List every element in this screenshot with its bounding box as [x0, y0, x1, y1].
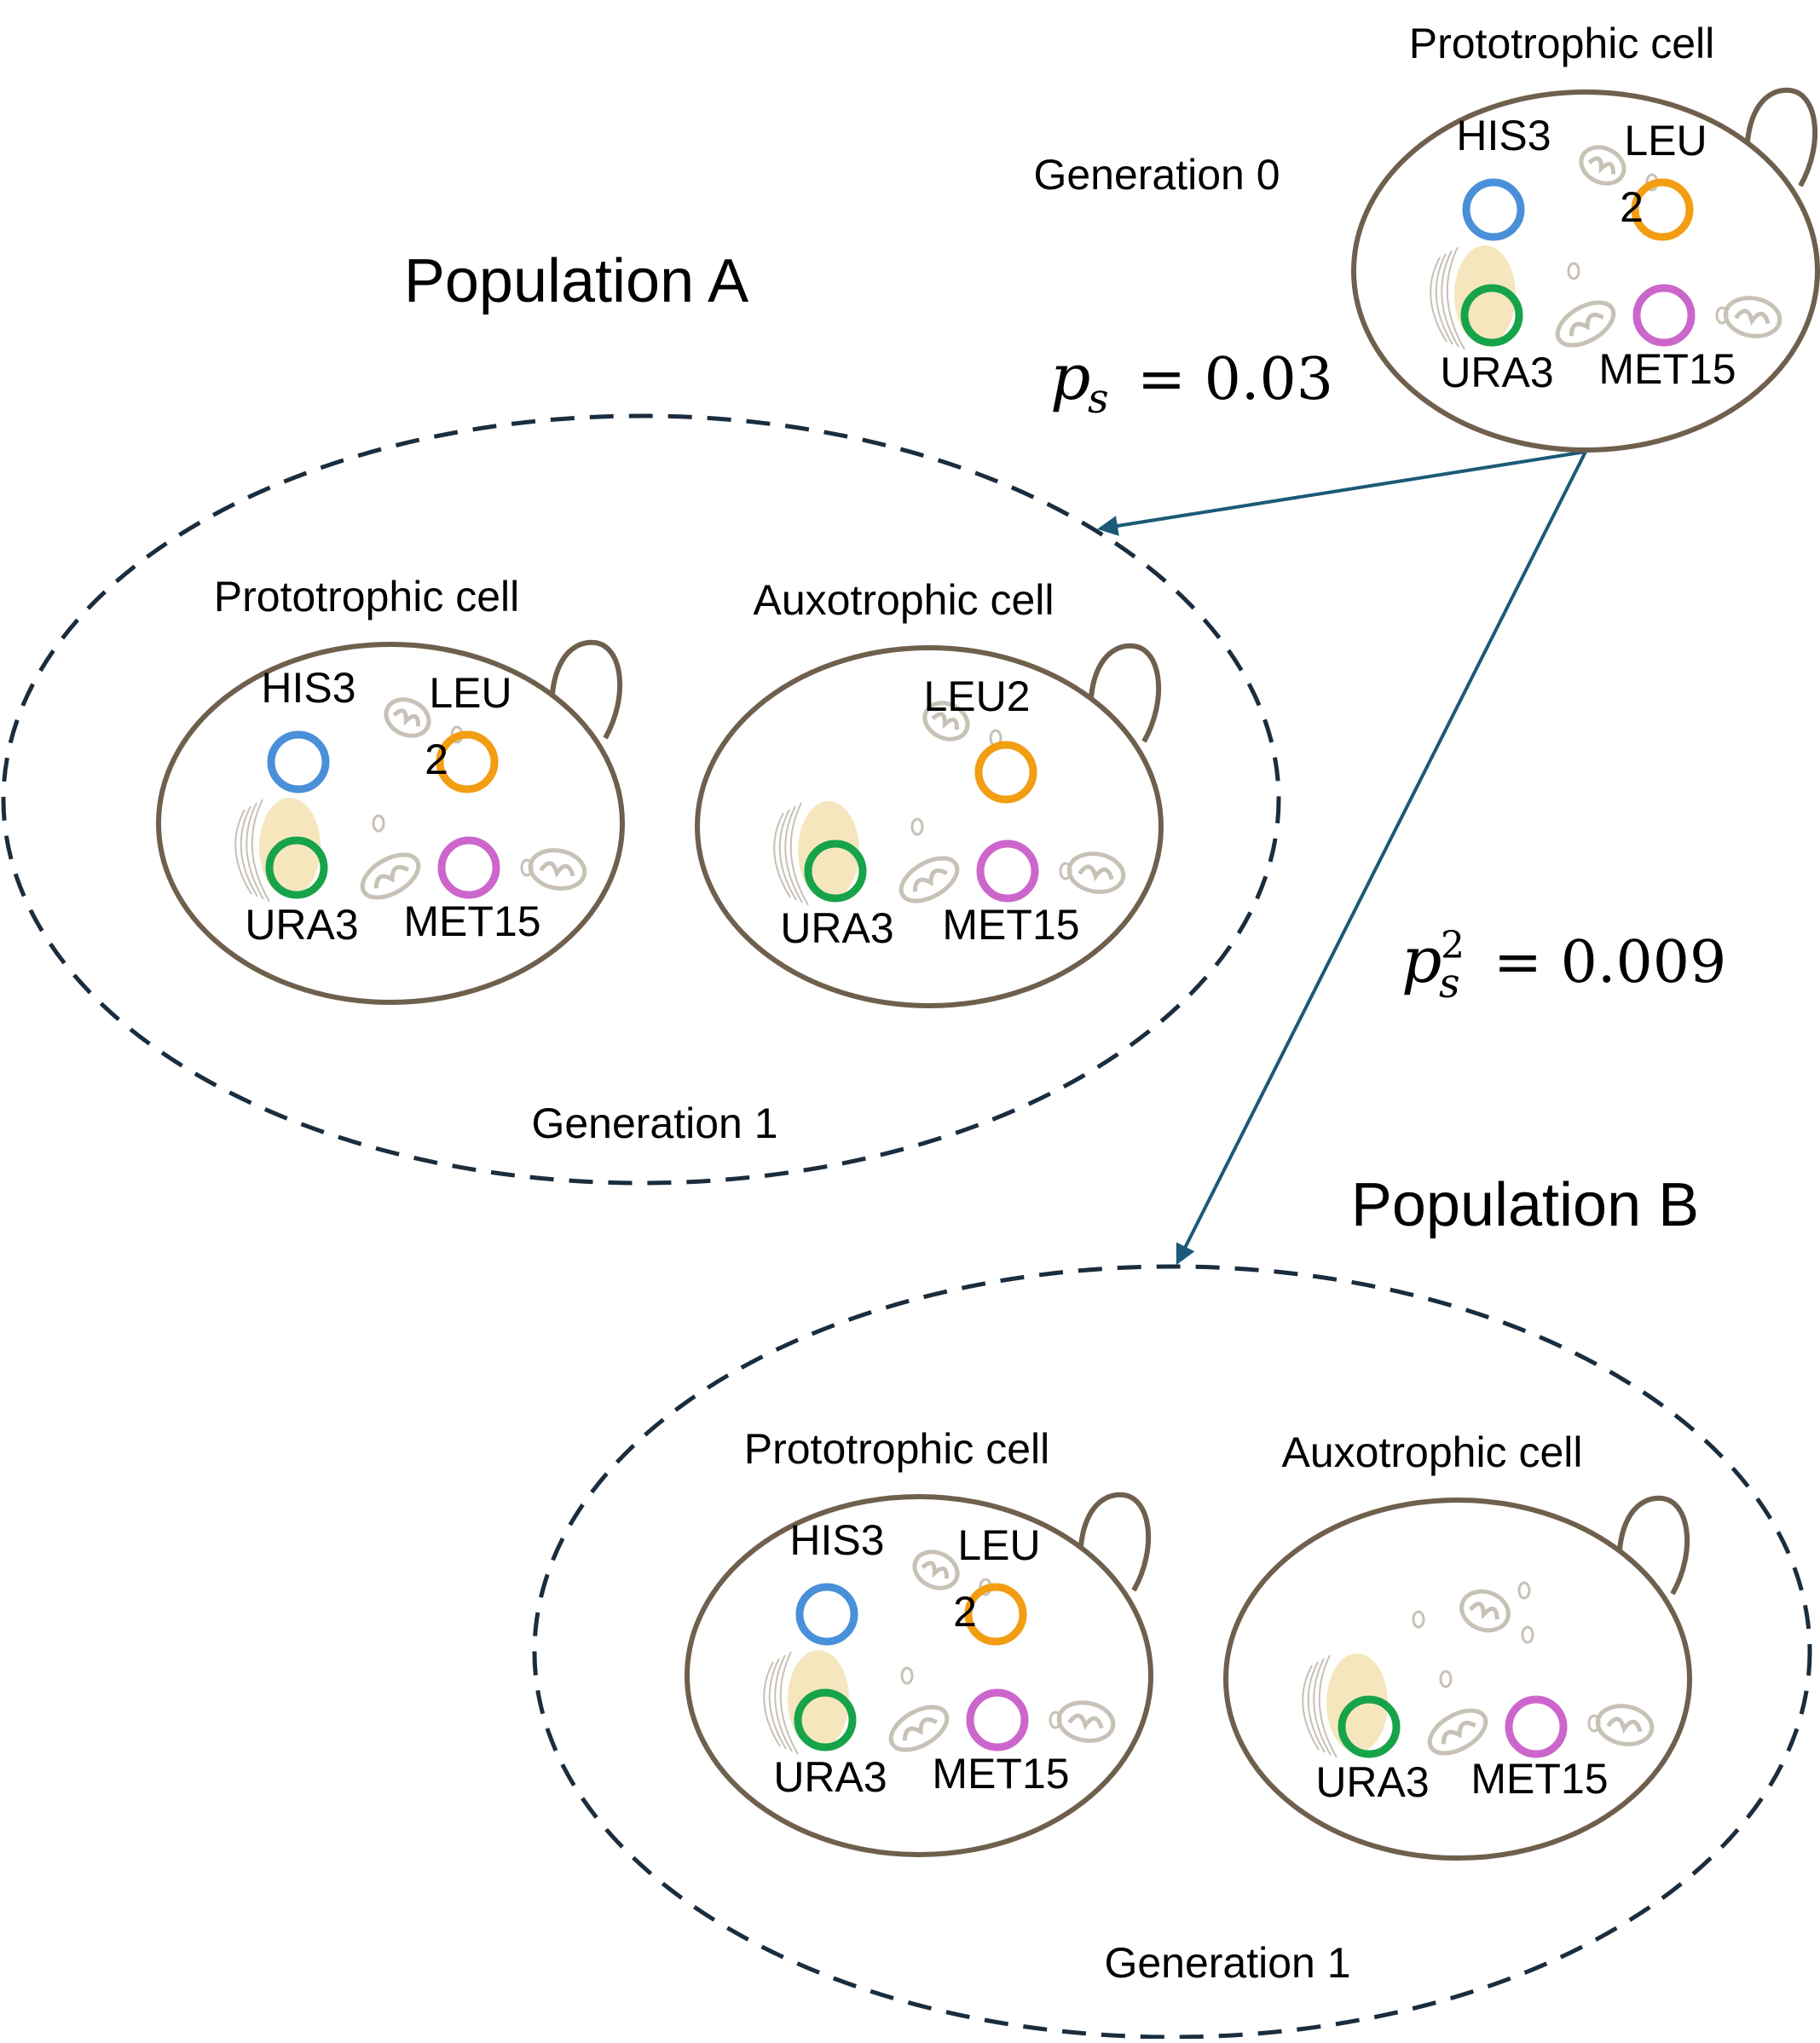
- met15-plasmid: [976, 840, 1039, 903]
- leu-label-top: LEU: [429, 669, 511, 717]
- prob-b-var: p: [1401, 924, 1442, 997]
- ura3-plasmid: [1460, 284, 1523, 347]
- his3-plasmid: [1462, 178, 1525, 241]
- met15-label: MET15: [403, 897, 540, 945]
- population-a-outline: [1, 413, 1281, 1186]
- met15-label: MET15: [1470, 1755, 1608, 1803]
- his3-label: HIS3: [261, 664, 355, 712]
- mitochondrion-icon: [898, 856, 960, 903]
- ura3-label: URA3: [773, 1753, 887, 1801]
- mitochondrion-icon: [1555, 300, 1616, 348]
- root-cell-title: Prototrophic cell: [1409, 20, 1715, 67]
- vesicle-icon: [1439, 1670, 1453, 1688]
- nucleus-icon: [234, 798, 321, 903]
- pop-a-generation-label: Generation 1: [531, 1099, 777, 1147]
- nucleus-icon: [763, 1650, 849, 1755]
- met15-label: MET15: [1598, 345, 1736, 393]
- vesicle-icon: [1587, 1714, 1601, 1733]
- leu-label-bottom: 2: [425, 736, 448, 783]
- met15-label: MET15: [942, 901, 1079, 949]
- cell-membrane: [695, 645, 1164, 1008]
- population-a-title: Population A: [404, 247, 748, 315]
- his3-plasmid: [267, 730, 330, 794]
- cell-membrane: [156, 642, 625, 1005]
- prob-b-sup: 2: [1441, 924, 1465, 967]
- leu2-label: LEU2: [923, 672, 1030, 720]
- leu-label-top: LEU: [957, 1521, 1040, 1569]
- ura3-plasmid: [1338, 1695, 1401, 1758]
- probability-population-a: p s = 0.03: [1050, 341, 1333, 423]
- vesicle-icon: [1412, 1610, 1425, 1629]
- mitochondrion-icon: [1427, 1708, 1488, 1756]
- vesicle-icon: [1517, 1581, 1531, 1600]
- prob-a-var: p: [1050, 341, 1090, 414]
- leu2-plasmid: [964, 1583, 1027, 1646]
- arrow-to-population-a: [1097, 450, 1586, 536]
- pop-b-prototrophic-title: Prototrophic cell: [744, 1425, 1050, 1473]
- pop-a-prototrophic-title: Prototrophic cell: [214, 573, 520, 620]
- leu2-plasmid: [436, 730, 499, 794]
- mitochondrion-icon: [922, 701, 970, 742]
- ura3-label: URA3: [1315, 1758, 1429, 1806]
- mitochondrion-icon: [888, 1705, 950, 1752]
- pop-b-auxotrophic-title: Auxotrophic cell: [1282, 1428, 1583, 1476]
- cell-membrane: [685, 1494, 1153, 1857]
- mitochondrion-icon: [384, 697, 431, 738]
- generation-0-label: Generation 0: [1033, 151, 1280, 199]
- vesicle-icon: [1567, 262, 1580, 280]
- leu2-plasmid: [1631, 178, 1694, 241]
- his3-label: HIS3: [1456, 112, 1551, 159]
- mitochondrion-icon: [360, 852, 421, 900]
- vesicle-icon: [1521, 1625, 1534, 1644]
- vesicle-icon: [900, 1666, 914, 1685]
- vesicle-icon: [372, 814, 385, 833]
- ura3-plasmid: [794, 1688, 857, 1752]
- vesicle-icon: [1715, 306, 1729, 325]
- ura3-label: URA3: [245, 901, 358, 949]
- vesicle-icon: [1059, 862, 1072, 880]
- nucleus-icon: [773, 801, 859, 906]
- ura3-plasmid: [265, 836, 328, 899]
- nucleus-icon: [1430, 245, 1516, 350]
- met15-label: MET15: [932, 1750, 1069, 1798]
- pop-b-generation-label: Generation 1: [1104, 1939, 1350, 1987]
- met15-plasmid: [966, 1688, 1029, 1752]
- cell-membrane: [1351, 89, 1820, 453]
- vesicle-icon: [910, 817, 924, 836]
- his3-label: HIS3: [789, 1516, 884, 1564]
- his3-plasmid: [795, 1583, 858, 1646]
- ura3-plasmid: [804, 840, 867, 903]
- arrow-to-population-b: [1176, 451, 1587, 1266]
- met15-plasmid: [1505, 1695, 1568, 1758]
- leu2-plasmid: [974, 741, 1037, 804]
- prob-a-sub: s: [1088, 375, 1109, 423]
- mitochondrion-icon: [1579, 145, 1626, 186]
- mitochondrion-icon: [1459, 1589, 1511, 1633]
- vesicle-icon: [1049, 1711, 1062, 1729]
- pop-a-auxotrophic-title: Auxotrophic cell: [754, 576, 1054, 624]
- leu-label-bottom: 2: [1620, 183, 1644, 231]
- mitochondrion-icon: [912, 1550, 960, 1590]
- vesicle-icon: [520, 858, 534, 877]
- ura3-label: URA3: [780, 904, 893, 952]
- pop-b-auxotrophic-cell: URA3 MET15: [1223, 1495, 1692, 1861]
- population-b-title: Population B: [1351, 1171, 1699, 1239]
- prob-b-sub: s: [1439, 960, 1460, 1007]
- met15-plasmid: [437, 836, 500, 899]
- probability-population-b: p 2 s = 0.009: [1401, 924, 1726, 1007]
- prob-b-value: = 0.009: [1494, 929, 1726, 996]
- prob-a-value: = 0.03: [1137, 346, 1333, 413]
- ura3-label: URA3: [1440, 349, 1553, 396]
- population-b-outline: [532, 1264, 1812, 2040]
- leu-label-top: LEU: [1624, 117, 1707, 164]
- leu-label-bottom: 2: [953, 1588, 977, 1636]
- met15-plasmid: [1632, 284, 1696, 347]
- cell-membrane: [1223, 1498, 1692, 1861]
